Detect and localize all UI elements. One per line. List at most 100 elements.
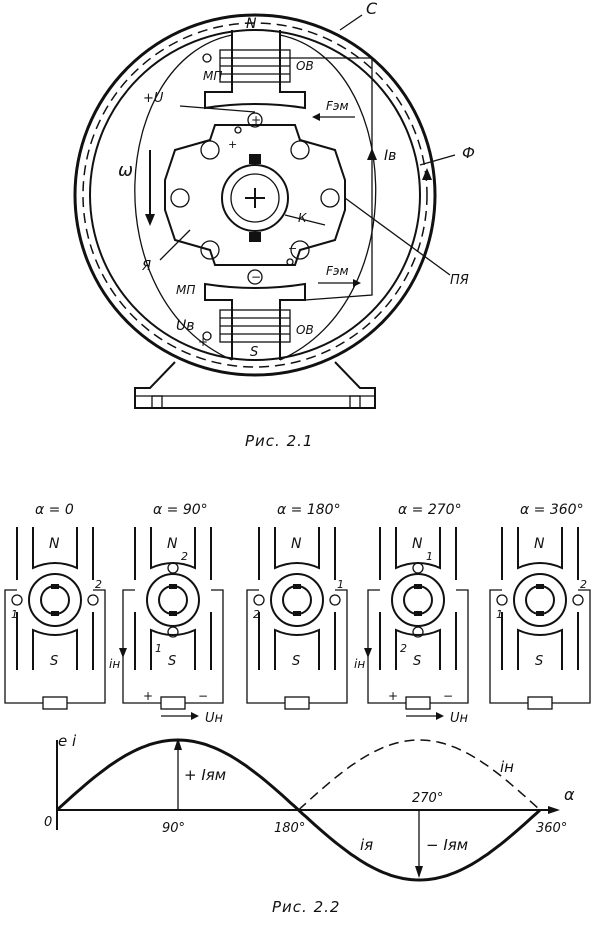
frame-rotor (391, 573, 445, 627)
frame-brush (293, 611, 301, 616)
frame-pole-north (134, 527, 212, 580)
k-lead (284, 214, 326, 226)
peak-arrowhead-negative (415, 866, 423, 878)
fem-bottom-arrowhead (353, 279, 361, 287)
frame-load-resistor (527, 696, 553, 710)
terminal-small (234, 126, 242, 134)
brush-bottom (249, 232, 261, 242)
c-lead (339, 14, 363, 31)
frame-coil-right-label: 2 (95, 578, 102, 591)
frame-s-label: S (535, 654, 543, 669)
label-minus-brush: − (251, 270, 261, 284)
label-ya: Я (141, 259, 151, 274)
graph-y-label: e i (58, 732, 77, 750)
frame-coil-top-label: 1 (426, 550, 433, 563)
frame-commutator (403, 585, 433, 615)
frame-coil-side (87, 594, 99, 606)
base-bolt-left (151, 395, 163, 409)
graph-tick-90: 90° (162, 821, 185, 836)
frame-coil-left-label: 2 (253, 608, 260, 621)
frame-coil-top-label: 2 (181, 550, 188, 563)
frame-plus-label: + (388, 689, 398, 703)
frame-external-circuit (4, 589, 106, 704)
frame-coil-bottom-label: 2 (400, 642, 407, 655)
label-mp-bottom: МП (176, 283, 195, 297)
brush-top (249, 154, 261, 164)
label-fem-bottom: Fэм (326, 264, 349, 278)
frame-s-label: S (413, 654, 421, 669)
frame-alpha-label: α = 360° (520, 502, 584, 518)
graph-tick-270: 270° (412, 791, 443, 806)
frame-n-label: N (291, 536, 302, 552)
frame-coil-side (572, 594, 584, 606)
label-ov-bottom: ОВ (296, 323, 314, 337)
field-terminal-top (202, 53, 212, 63)
frame-pole-north (379, 527, 457, 580)
frame-coil-right-label: 1 (337, 578, 344, 591)
frame-external-circuit (246, 589, 348, 704)
field-terminal-bottom (202, 331, 212, 341)
curve-negative-half (297, 808, 542, 882)
frame-n-label: N (167, 536, 178, 552)
commutator-outer (221, 164, 289, 232)
label-s: S (250, 345, 258, 360)
frame-n-label: N (412, 536, 423, 552)
frame-brush (169, 611, 177, 616)
frame-external-circuit (367, 589, 469, 704)
frame-coil-side (412, 562, 424, 574)
frame-s-label: S (292, 654, 300, 669)
frame-minus-label: − (198, 689, 208, 703)
frame-alpha-label: α = 0 (35, 502, 74, 518)
frame-voltage-arrowhead (191, 712, 199, 720)
base-bolt-right (349, 395, 361, 409)
frame-coil-side (329, 594, 341, 606)
frame-coil-side (167, 626, 179, 638)
field-circuit-line (290, 57, 373, 301)
fem-top-arrowhead (312, 113, 320, 121)
graph-tick-180: 180° (274, 821, 305, 836)
frame-pole-south (134, 612, 212, 670)
yoke-outer-ring (73, 13, 437, 377)
frame-coil-side (496, 594, 508, 606)
flux-loop-right (279, 34, 377, 361)
frame-rotor (270, 573, 324, 627)
phi-arrowhead (422, 168, 432, 180)
frame-current-label: iн (354, 657, 365, 671)
frame-brush (293, 584, 301, 589)
armature-slot (290, 140, 310, 160)
label-ov-top: ОВ (296, 59, 314, 73)
frame-coil-side (11, 594, 23, 606)
dc-machine-diagram: С N ОВ МП +U Fэм Iв Ф ω Я К ПЯ Fэм МП Uв… (73, 0, 475, 450)
frame-brush (536, 611, 544, 616)
peak-arrowhead-positive (174, 738, 182, 750)
frame-coil-bottom-label: 1 (155, 642, 162, 655)
frame-rotor (28, 573, 82, 627)
label-plus-brush: + (251, 113, 261, 127)
graph-origin: 0 (44, 815, 52, 830)
label-pya: ПЯ (450, 273, 469, 288)
frame-brush (536, 584, 544, 589)
caption-fig-2-2: Рис. 2.2 (272, 898, 340, 916)
frame-pole-south (379, 612, 457, 670)
machine-base (134, 361, 376, 409)
emf-current-graph: e i α 0 90° 180° 270° 360° + Iям − Iям i… (44, 732, 575, 882)
frame-alpha-label: α = 90° (153, 502, 208, 518)
label-iv: Iв (384, 148, 396, 164)
frame-brush (414, 611, 422, 616)
frame-s-label: S (50, 654, 58, 669)
omega-arrowhead (145, 214, 155, 226)
armature-slot (320, 188, 340, 208)
frame-brush (51, 611, 59, 616)
label-plus-uv: + (198, 335, 208, 349)
iv-arrowhead (367, 148, 377, 160)
label-minus-small: − (288, 242, 297, 255)
ya-lead (159, 229, 191, 261)
phi-lead (419, 154, 456, 166)
frame-external-circuit (122, 589, 224, 704)
armature-slot (200, 240, 220, 260)
main-pole-bottom (204, 282, 306, 360)
frame-current-arrowhead (364, 648, 372, 658)
graph-plus-iam: + Iям (184, 766, 226, 784)
frame-s-label: S (168, 654, 176, 669)
frame-rotor (146, 573, 200, 627)
